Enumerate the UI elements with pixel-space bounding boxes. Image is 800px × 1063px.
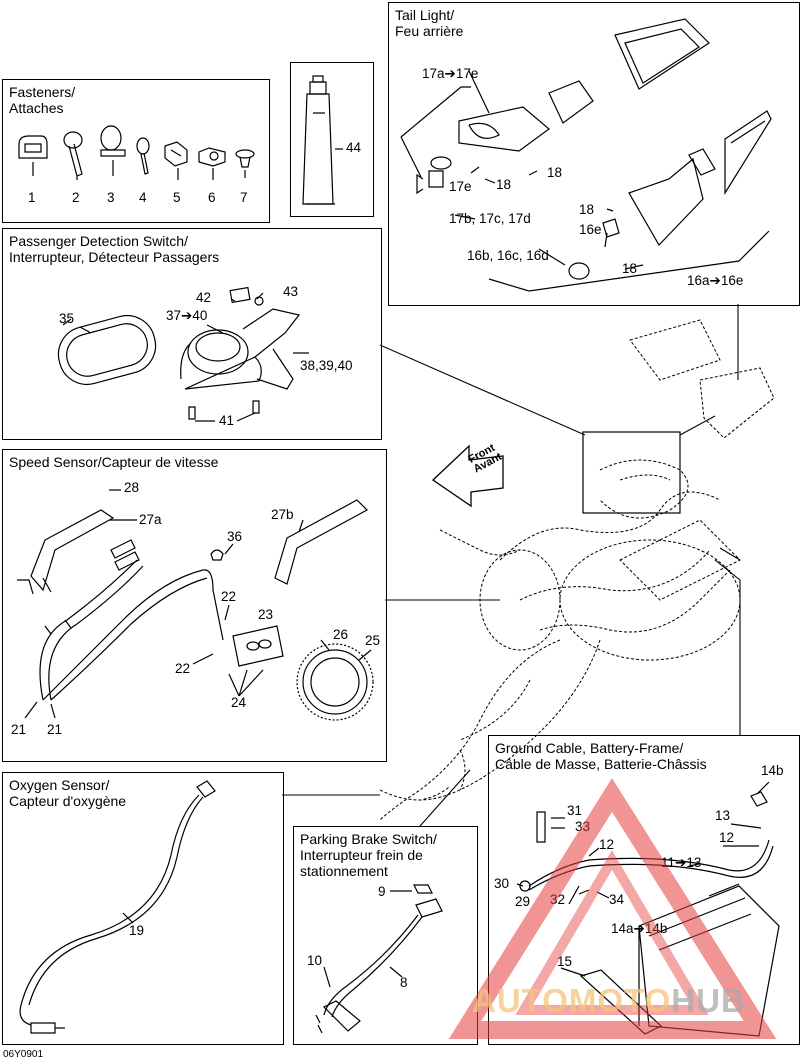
tube-label-44: 44	[346, 140, 362, 155]
tail-label-17a: 17a➔17e	[422, 66, 479, 81]
passenger-switch-drawing	[57, 286, 309, 422]
watermark-text: AUTOMOTOHUB	[472, 982, 746, 1020]
tail-label-18b: 18	[496, 177, 512, 192]
speed-label-27a: 27a	[139, 512, 162, 527]
fastener-label-3: 3	[107, 190, 115, 205]
fastener-label-5: 5	[173, 190, 181, 205]
fastener-label-6: 6	[208, 190, 216, 205]
fastener-label-2: 2	[72, 190, 80, 205]
passenger-label-43: 43	[283, 284, 299, 299]
fasteners-title-line1: Fasteners/	[9, 84, 76, 100]
passenger-label-37: 37➔40	[166, 308, 208, 323]
fasteners-title: Fasteners/ Attaches	[9, 84, 75, 116]
speed-label-22b: 22	[175, 661, 191, 676]
oxygen-label-19: 19	[129, 923, 145, 938]
speed-title: Speed Sensor/Capteur de vitesse	[9, 454, 218, 470]
oxygen-title-line1: Oxygen Sensor/	[9, 777, 110, 793]
speed-sensor-drawing	[17, 489, 374, 721]
fastener-label-7: 7	[240, 190, 248, 205]
tail-label-18a: 18	[547, 165, 563, 180]
speed-label-21a: 21	[11, 722, 27, 737]
sealant-tube-drawing	[302, 75, 343, 205]
tail-title-line1: Tail Light/	[395, 7, 455, 23]
parking-brake-drawing	[315, 884, 443, 1034]
fastener-label-4: 4	[139, 190, 147, 205]
fasteners-drawings	[18, 125, 255, 180]
passenger-label-42: 42	[196, 290, 212, 305]
tail-title-line2: Feu arrière	[395, 23, 464, 39]
passenger-title-line1: Passenger Detection Switch/	[9, 233, 188, 249]
ground-label-14b: 14b	[761, 763, 784, 778]
tail-label-16b: 16b, 16c, 16d	[467, 248, 549, 263]
tail-label-16a: 16a➔16e	[687, 273, 744, 288]
tail-label-18c: 18	[579, 202, 595, 217]
ground-title: Ground Cable, Battery-Frame/ Câble de Ma…	[495, 740, 707, 772]
oxygen-title-line2: Capteur d'oxygène	[9, 793, 127, 809]
passenger-label-41: 41	[219, 413, 235, 428]
diagram-code: 06Y0901	[3, 1049, 44, 1060]
tail-label-17e: 17e	[449, 179, 472, 194]
parking-label-10: 10	[307, 953, 323, 968]
tail-label-16e: 16e	[579, 222, 602, 237]
speed-label-27b: 27b	[271, 507, 294, 522]
speed-label-26: 26	[333, 627, 349, 642]
speed-label-24: 24	[231, 695, 247, 710]
ground-title-line1: Ground Cable, Battery-Frame/	[495, 740, 684, 756]
parking-label-9: 9	[378, 884, 386, 899]
fastener-label-1: 1	[28, 190, 36, 205]
parking-title: Parking Brake Switch/ Interrupteur frein…	[300, 831, 437, 879]
oxygen-title: Oxygen Sensor/ Capteur d'oxygène	[9, 777, 126, 809]
watermark-part1: AUTOMOTO	[472, 982, 672, 1019]
oxygen-sensor-panel: Oxygen Sensor/ Capteur d'oxygène 19	[2, 772, 284, 1045]
fasteners-panel: Fasteners/ Attaches 1 2 3 4 5 6 7	[2, 79, 270, 223]
passenger-label-38: 38,39,40	[300, 358, 353, 373]
parking-brake-panel: Parking Brake Switch/ Interrupteur frein…	[293, 826, 478, 1045]
oxygen-sensor-drawing	[19, 780, 216, 1034]
tail-light-panel: Tail Light/ Feu arrière 1	[388, 2, 800, 306]
speed-label-28: 28	[124, 480, 140, 495]
speed-label-21b: 21	[47, 722, 63, 737]
passenger-label-35: 35	[59, 311, 75, 326]
speed-label-23: 23	[258, 607, 274, 622]
tail-label-18d: 18	[622, 261, 638, 276]
parking-title-line2: Interrupteur frein de	[300, 847, 423, 863]
speed-label-25: 25	[365, 633, 381, 648]
passenger-title: Passenger Detection Switch/ Interrupteur…	[9, 233, 219, 265]
speed-label-36: 36	[227, 529, 243, 544]
tail-light-drawing	[400, 18, 772, 292]
speed-label-22a: 22	[221, 589, 237, 604]
sealant-tube-panel: 44	[290, 62, 374, 217]
parking-title-line1: Parking Brake Switch/	[300, 831, 437, 847]
watermark-part2: HUB	[671, 982, 746, 1019]
tail-title: Tail Light/ Feu arrière	[395, 7, 463, 39]
tail-label-17b: 17b, 17c, 17d	[449, 211, 531, 226]
speed-title-line1: Speed Sensor/Capteur de vitesse	[9, 454, 219, 470]
passenger-switch-panel: Passenger Detection Switch/ Interrupteur…	[2, 228, 382, 440]
speed-sensor-panel: Speed Sensor/Capteur de vitesse	[2, 449, 387, 762]
passenger-title-line2: Interrupteur, Détecteur Passagers	[9, 249, 220, 265]
parking-label-8: 8	[400, 975, 408, 990]
parking-title-line3: stationnement	[300, 863, 388, 879]
fasteners-title-line2: Attaches	[9, 100, 64, 116]
ground-title-line2: Câble de Masse, Batterie-Châssis	[495, 756, 707, 772]
